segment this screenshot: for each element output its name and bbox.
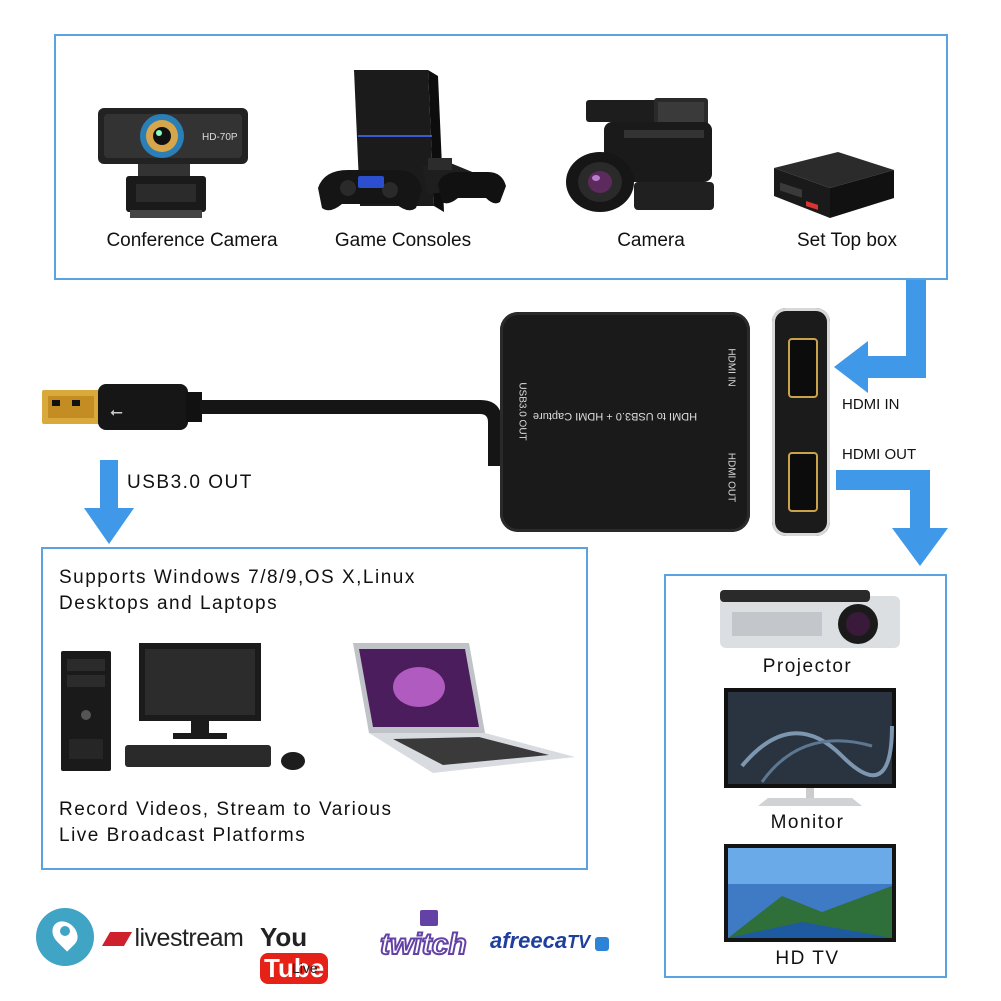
- device-side-out-label: HDMI OUT: [725, 452, 737, 503]
- livestream-mark-icon: [101, 931, 133, 946]
- youtube-live-text: Live: [292, 960, 318, 976]
- device-side-in-label: HDMI IN: [725, 348, 737, 387]
- livestream-text: livestream: [134, 924, 244, 952]
- afreecatv-logo[interactable]: afreecaTV: [490, 928, 609, 958]
- afreeca-tv-icon: [594, 936, 609, 951]
- monitor-icon: [724, 688, 896, 806]
- livestream-logo[interactable]: livestream: [101, 924, 244, 958]
- hdmi-out-label: HDMI OUT: [842, 446, 917, 463]
- afreeca-text: afreeca: [490, 928, 568, 953]
- device-product-label: HDMI to USB3.0 + HDMI Capture: [532, 410, 698, 422]
- device-side-usb-label: USB3.0 OUT: [516, 382, 528, 441]
- game-console-icon: [318, 70, 506, 212]
- youtube-you-text: You: [260, 922, 308, 952]
- output-label-hd-tv: HD TV: [775, 948, 840, 969]
- hdmi-port-plate: [772, 308, 830, 536]
- source-label-game-consoles: Game Consoles: [334, 230, 472, 251]
- outputs-panel: Projector Monitor HD TV: [664, 574, 947, 978]
- support-line-1: Supports Windows 7/8/9,OS X,Linux: [59, 567, 416, 588]
- usb-cable: [42, 384, 502, 466]
- hdmi-out-port[interactable]: [788, 452, 818, 512]
- twitch-text: twitch: [379, 927, 468, 962]
- arrow-out-to-outputs: [836, 470, 948, 566]
- hdmi-in-label: HDMI IN: [842, 396, 900, 413]
- arrow-usb-down: [84, 460, 134, 544]
- arrow-into-hdmi-in: [834, 280, 926, 393]
- laptop-icon: [353, 643, 575, 773]
- webcam-icon: HD-70P: [98, 108, 248, 218]
- source-label-set-top-box: Set Top box: [796, 230, 897, 251]
- usb-out-label: USB3.0 OUT: [127, 472, 253, 493]
- mouse-icon: [281, 752, 305, 770]
- youtube-live-logo[interactable]: You Tube Live: [260, 922, 364, 984]
- output-label-monitor: Monitor: [770, 812, 845, 833]
- source-label-camera: Camera: [617, 230, 685, 251]
- twitch-glitch-icon: [420, 910, 438, 926]
- record-line-2: Live Broadcast Platforms: [59, 825, 307, 846]
- desktop-monitor-icon: [125, 643, 271, 767]
- desktop-tower-icon: [61, 651, 111, 771]
- computers-panel: Supports Windows 7/8/9,OS X,Linux Deskto…: [41, 547, 588, 870]
- support-line-2: Desktops and Laptops: [59, 593, 279, 614]
- webcam-badge: HD-70P: [202, 132, 238, 143]
- usb-symbol-icon: ⭠: [110, 404, 123, 421]
- hdmi-in-port[interactable]: [788, 338, 818, 398]
- youtube-tube-text: Tube: [260, 953, 329, 984]
- set-top-box-icon: [774, 152, 894, 218]
- twitch-logo[interactable]: twitch: [379, 910, 472, 966]
- source-label-conference-camera: Conference Camera: [106, 230, 278, 251]
- tv-icon: [724, 844, 896, 942]
- capture-device: HDMI to USB3.0 + HDMI Capture USB3.0 OUT…: [500, 312, 750, 532]
- periscope-logo[interactable]: [36, 908, 94, 966]
- output-label-projector: Projector: [762, 656, 853, 677]
- sources-panel: HD-70P Conference Camera Game Consoles C…: [54, 34, 948, 280]
- projector-icon: [720, 590, 900, 648]
- camcorder-icon: [566, 98, 714, 212]
- record-line-1: Record Videos, Stream to Various: [59, 799, 393, 820]
- afreeca-tv-text: TV: [567, 932, 591, 952]
